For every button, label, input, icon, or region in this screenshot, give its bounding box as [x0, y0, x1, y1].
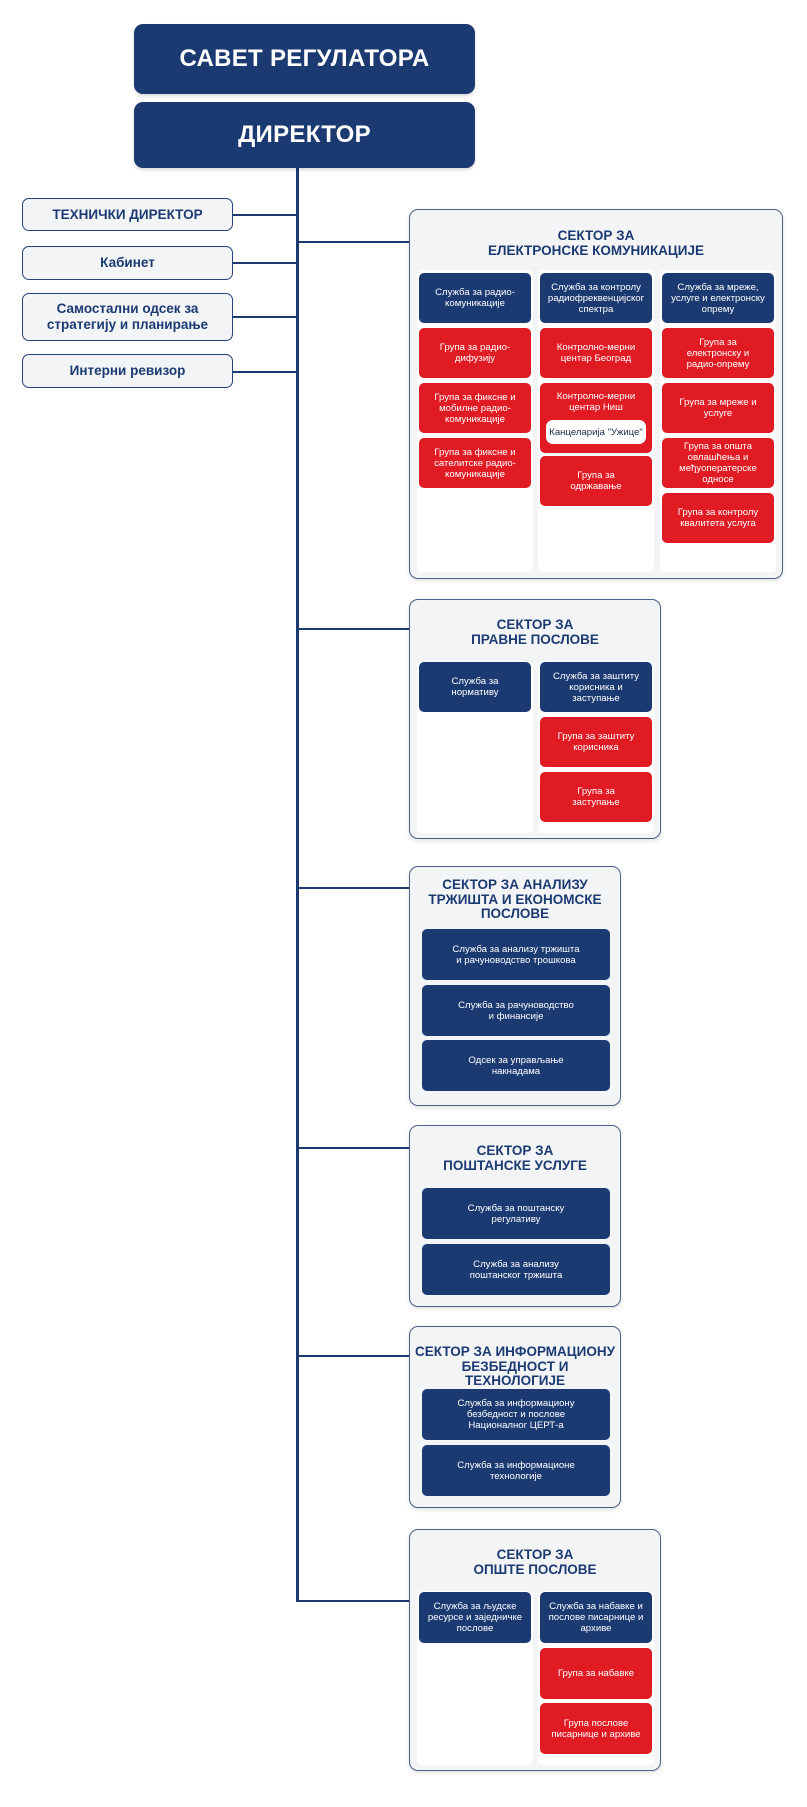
group-service-quality-control: Група за контролу квалитета услуга	[662, 493, 774, 543]
sector-title: СЕКТОР ЗА АНАЛИЗУ ТРЖИШТА И ЕКОНОМСКЕ ПО…	[428, 877, 602, 921]
group-general-authorizations: Група за општа овлашћења и међуоператерс…	[662, 438, 774, 488]
group-procurement: Група за набавке	[540, 1648, 652, 1699]
monitoring-center-nis-label: Контролно-мерни центар Ниш	[556, 391, 636, 413]
group-fixed-satellite-radiocommunications: Група за фиксне и сателитске радио- кому…	[419, 438, 531, 488]
sector-information-security: СЕКТОР ЗА ИНФОРМАЦИОНУ БЕЗБЕДНОСТ И ТЕХН…	[409, 1326, 621, 1508]
group-electronic-radio-equipment: Група за електронску и радио-опрему	[662, 328, 774, 378]
group-user-protection: Група за заштиту корисника	[540, 717, 652, 767]
connector-sector-infosec	[297, 1355, 409, 1357]
group-networks-services: Група за мреже и услуге	[662, 383, 774, 433]
connector-trunk	[296, 168, 299, 1602]
group-representation: Група за заступање	[540, 772, 652, 822]
sector-postal-services: СЕКТОР ЗА ПОШТАНСКЕ УСЛУГЕ Служба за пош…	[409, 1125, 621, 1307]
connector-staff-1	[233, 214, 297, 216]
sector-electronic-communications: СЕКТОР ЗА ЕЛЕКТРОНСКЕ КОМУНИКАЦИЈЕ Служб…	[409, 209, 783, 579]
service-user-protection-representation: Служба за заштиту корисника и заступање	[540, 662, 652, 712]
service-postal-market-analysis: Служба за анализу поштанског тржишта	[422, 1244, 610, 1295]
connector-sector-general	[297, 1600, 409, 1602]
service-market-analysis-cost-accounting: Служба за анализу тржишта и рачуноводств…	[422, 929, 610, 980]
service-information-technologies: Служба за информационе технологије	[422, 1445, 610, 1496]
sector-title: СЕКТОР ЗА ПОШТАНСКЕ УСЛУГЕ	[443, 1143, 587, 1173]
connector-sector-legal	[297, 628, 409, 630]
sector-title: СЕКТОР ЗА ПРАВНЕ ПОСЛОВЕ	[471, 617, 599, 647]
sector-title: СЕКТОР ЗА ИНФОРМАЦИОНУ БЕЗБЕДНОСТ И ТЕХН…	[415, 1344, 615, 1388]
connector-sector-market	[297, 887, 409, 889]
service-normative: Служба за нормативу	[419, 662, 531, 712]
service-postal-regulation: Служба за поштанску регулативу	[422, 1188, 610, 1239]
staff-internal-auditor: Интерни ревизор	[22, 354, 233, 388]
connector-staff-4	[233, 371, 297, 373]
staff-technical-director: ТЕХНИЧКИ ДИРЕКТОР	[22, 198, 233, 231]
service-accounting-finance: Служба за рачуноводство и финансије	[422, 985, 610, 1036]
staff-strategy-department: Самостални одсек за стратегију и планира…	[22, 293, 233, 341]
service-spectrum-monitoring: Служба за контролу радиофреквенцијског с…	[540, 273, 652, 323]
sector-title: СЕКТОР ЗА ЕЛЕКТРОНСКЕ КОМУНИКАЦИЈЕ	[487, 228, 705, 258]
department-fee-management: Одсек за управљање накнадама	[422, 1040, 610, 1091]
director-box: ДИРЕКТОР	[134, 102, 475, 168]
sector-market-analysis: СЕКТОР ЗА АНАЛИЗУ ТРЖИШТА И ЕКОНОМСКЕ ПО…	[409, 866, 621, 1106]
service-human-resources: Служба за људске ресурсе и заједничке по…	[419, 1592, 531, 1643]
monitoring-center-belgrade: Контролно-мерни центар Београд	[540, 328, 652, 378]
sector-title: СЕКТОР ЗА ОПШТЕ ПОСЛОВЕ	[473, 1547, 597, 1577]
service-procurement-archive: Служба за набавке и послове писарнице и …	[540, 1592, 652, 1643]
connector-staff-3	[233, 316, 297, 318]
sector-legal-affairs: СЕКТОР ЗА ПРАВНЕ ПОСЛОВЕ Служба за норма…	[409, 599, 661, 839]
group-broadcasting: Група за радио- дифузију	[419, 328, 531, 378]
group-maintenance: Група за одржавање	[540, 456, 652, 506]
office-uzice: Канцеларија "Ужице"	[546, 420, 646, 444]
connector-sector-ek	[297, 241, 409, 243]
staff-cabinet: Кабинет	[22, 246, 233, 280]
council-box: САВЕТ РЕГУЛАТОРА	[134, 24, 475, 94]
group-registry-archive: Група послове писарнице и архиве	[540, 1703, 652, 1754]
sector-general-affairs: СЕКТОР ЗА ОПШТЕ ПОСЛОВЕ Служба за људске…	[409, 1529, 661, 1771]
service-networks-services-equipment: Служба за мреже, услуге и електронску оп…	[662, 273, 774, 323]
service-infosec-national-cert: Служба за информациону безбедност и посл…	[422, 1389, 610, 1440]
group-fixed-mobile-radiocommunications: Група за фиксне и мобилне радио- комуник…	[419, 383, 531, 433]
connector-staff-2	[233, 262, 297, 264]
connector-sector-postal	[297, 1147, 409, 1149]
service-radiocommunications: Служба за радио- комуникације	[419, 273, 531, 323]
